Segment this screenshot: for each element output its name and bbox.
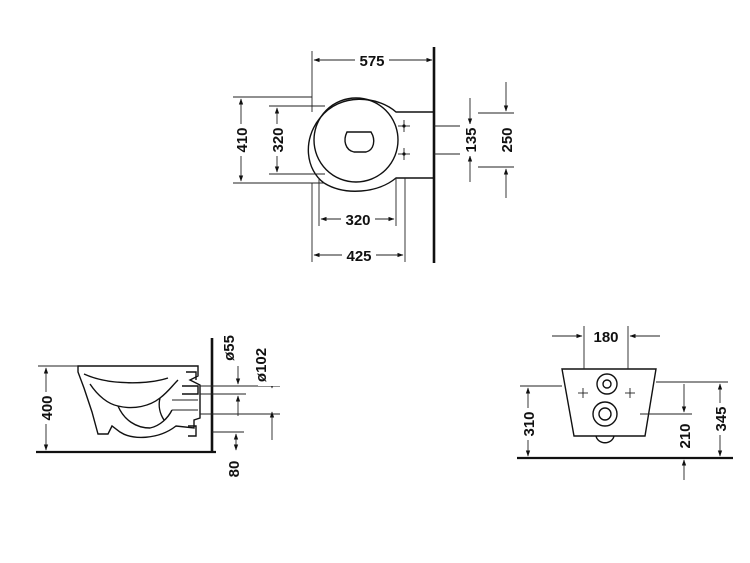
dim-o102: ø102 [253, 348, 270, 382]
dim-575: 575 [359, 53, 384, 70]
dim-320-horizontal: 320 [345, 212, 370, 229]
dim-400: 400 [39, 395, 56, 420]
dim-345: 345 [713, 406, 730, 431]
top-view: 575 410 320 135 250 320 [231, 47, 516, 265]
bowl-rim [313, 97, 399, 183]
dim-210: 210 [677, 423, 694, 448]
bowl-opening [344, 131, 375, 153]
dim-180: 180 [593, 329, 618, 346]
side-view: 400 ø55 ø102 80 [36, 330, 280, 482]
dim-250: 250 [499, 127, 516, 152]
connection-lower [592, 401, 618, 427]
fixing-mark-upper [398, 120, 410, 132]
frame-outline [561, 368, 657, 437]
dim-310: 310 [521, 411, 538, 436]
dim-410: 410 [234, 127, 251, 152]
connection-upper [596, 373, 618, 395]
dim-o55: ø55 [221, 335, 238, 361]
dim-425: 425 [346, 248, 371, 265]
fixing-mark-right [625, 388, 635, 398]
fixing-mark-left [578, 388, 588, 398]
dim-135: 135 [463, 127, 480, 152]
fixing-mark-lower [398, 148, 410, 160]
bowl-side-outline [77, 365, 201, 439]
dim-320-vertical: 320 [270, 127, 287, 152]
front-view: 180 310 210 345 [517, 326, 733, 480]
bowl-outline [307, 98, 434, 192]
dim-80: 80 [226, 461, 243, 478]
